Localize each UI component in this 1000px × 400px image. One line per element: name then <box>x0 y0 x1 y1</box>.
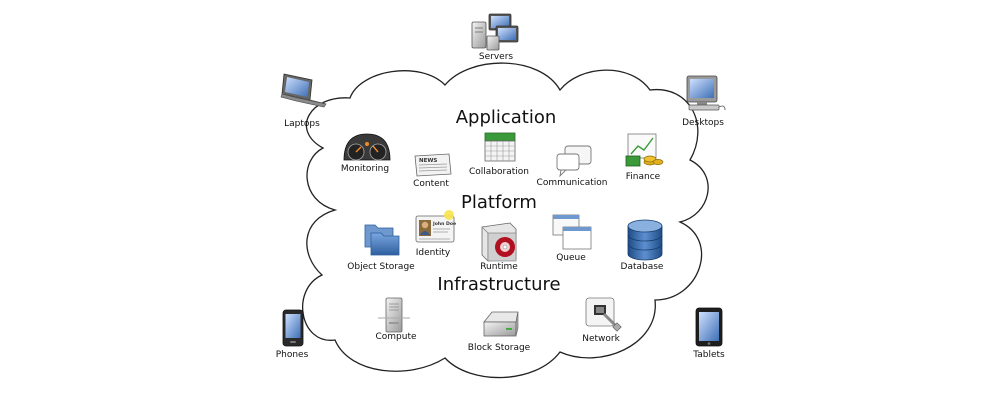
compute-server-icon <box>378 297 410 333</box>
compute-label: Compute <box>375 332 417 342</box>
servers-label: Servers <box>478 52 514 62</box>
newspaper-header-text: NEWS <box>419 158 437 164</box>
finance-label: Finance <box>625 172 661 182</box>
tablet-icon <box>695 307 723 347</box>
block-storage-drive-icon <box>483 311 519 337</box>
application-layer-heading: Application <box>455 107 557 128</box>
network-jack-icon <box>585 297 622 332</box>
monitoring-label: Monitoring <box>340 164 390 174</box>
network-label: Network <box>582 334 620 344</box>
queue-label: Queue <box>556 253 586 263</box>
laptops-label: Laptops <box>284 119 320 129</box>
database-label: Database <box>620 262 664 272</box>
block-storage-label: Block Storage <box>467 343 531 353</box>
tablets-label: Tablets <box>693 350 725 360</box>
queue-windows-icon <box>552 214 592 250</box>
servers-icon <box>471 13 519 51</box>
object-storage-folders-icon <box>364 224 400 256</box>
object-storage-label: Object Storage <box>347 262 415 272</box>
identity-badge-name: John Doe <box>432 221 456 227</box>
laptop-icon <box>280 73 327 108</box>
phone-icon <box>282 309 304 347</box>
infrastructure-layer-heading: Infrastructure <box>437 274 561 295</box>
content-newspaper-icon: NEWS <box>414 153 452 177</box>
finance-chart-icon <box>625 133 664 167</box>
communication-bubbles-icon <box>556 145 592 178</box>
communication-label: Communication <box>536 178 608 188</box>
database-cylinder-icon <box>627 219 663 261</box>
monitoring-gauge-icon <box>343 133 391 161</box>
desktops-label: Desktops <box>682 118 724 128</box>
desktop-icon <box>686 75 726 111</box>
collaboration-calendar-icon <box>484 132 516 162</box>
runtime-package-icon <box>481 222 517 262</box>
content-label: Content <box>413 179 449 189</box>
platform-layer-heading: Platform <box>461 192 537 213</box>
phones-label: Phones <box>275 350 309 360</box>
identity-badge-icon: John Doe <box>415 210 456 243</box>
identity-label: Identity <box>415 248 451 258</box>
runtime-label: Runtime <box>480 262 518 272</box>
collaboration-label: Collaboration <box>469 167 529 177</box>
